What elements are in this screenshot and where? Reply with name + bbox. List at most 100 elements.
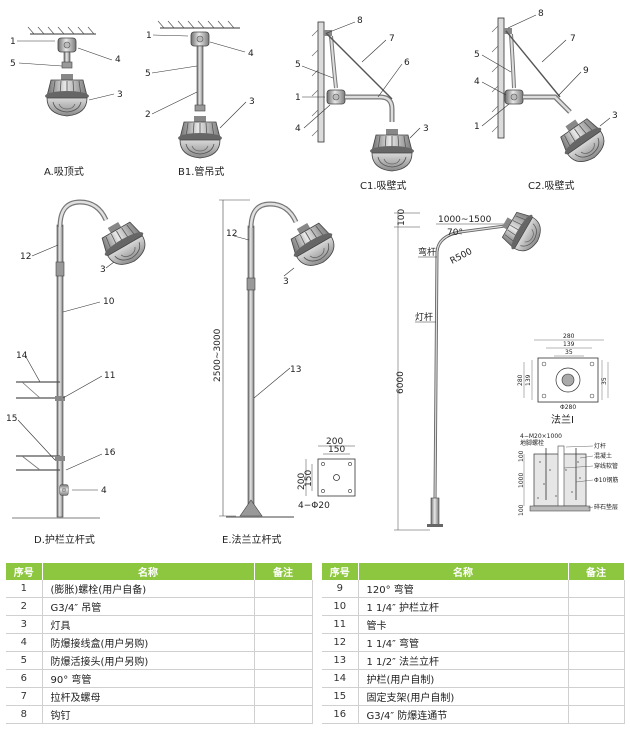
caption-d: D.护栏立杆式: [34, 533, 95, 546]
foundation-dim-2: 100: [518, 504, 525, 516]
callout-c1-6: 6: [404, 58, 410, 68]
table-row: 3 灯具: [6, 615, 313, 634]
callout-a-4: 4: [115, 55, 121, 65]
callout-c2-7: 7: [570, 34, 576, 44]
row-remark: [254, 597, 313, 616]
row-no: 9: [322, 580, 359, 598]
street-dim-height: 6000: [396, 371, 406, 394]
diagram-c2-wall-mount: 8 7 5 9 4 3 1 C2.吸壁式: [474, 9, 618, 192]
row-name: 120° 弯管: [358, 580, 569, 598]
row-no: 6: [6, 669, 43, 688]
foundation-label-5: Φ10钢筋: [594, 476, 618, 484]
flange-dim-0: 280: [563, 333, 575, 340]
plate-dim-h-outer: 200: [297, 473, 307, 490]
callout-d-3: 3: [100, 265, 106, 275]
flange-dim-2: 35: [565, 349, 573, 356]
table-row: 9 120° 弯管: [322, 580, 625, 598]
row-name: 管卡: [358, 615, 569, 634]
table-row: 14 护栏(用户自制): [322, 669, 625, 688]
flange-dim-3: 280: [517, 374, 524, 386]
callout-c2-5: 5: [474, 50, 480, 60]
row-no: 15: [322, 687, 359, 706]
flange-plate-detail: 200 150 200 150 4−Φ20: [297, 437, 356, 511]
row-remark: [254, 615, 313, 634]
street-angle: 70°: [447, 228, 463, 238]
foundation-detail: 4−M20×1000 地脚螺栓 灯杆 混凝土 穿线软管 Φ10钢筋 碎石垫层 1…: [518, 433, 618, 516]
callout-d-10: 10: [103, 297, 115, 307]
street-label-pole: 灯杆: [415, 311, 433, 323]
installation-drawing: 1 5 4 3 A.吸顶式 1 4 5 2 3 B1.管吊式: [6, 9, 618, 546]
callout-c1-8: 8: [357, 16, 363, 26]
row-remark: [254, 651, 313, 670]
callout-c1-4: 4: [295, 124, 301, 134]
caption-a: A.吸顶式: [44, 165, 84, 178]
callout-c2-8: 8: [538, 9, 544, 19]
header-remark: 备注: [254, 563, 313, 580]
row-name: 拉杆及螺母: [42, 687, 255, 706]
table-row: 2 G3/4″ 吊管: [6, 597, 313, 616]
table-row: 10 1 1/4″ 护栏立杆: [322, 597, 625, 616]
callout-d-14: 14: [16, 351, 28, 361]
row-remark: [254, 580, 313, 598]
caption-b1: B1.管吊式: [178, 165, 224, 178]
callout-c2-9: 9: [583, 66, 589, 76]
row-remark: [568, 705, 625, 724]
callout-b1-1: 1: [146, 31, 152, 41]
callout-a-5: 5: [10, 59, 16, 69]
diagram-d-guardrail-pole: 12 3 10 14 11 15 16 4 D.护栏立杆式: [6, 199, 154, 546]
row-name: 灯具: [42, 615, 255, 634]
parts-table-header: 序号 名称 备注: [6, 563, 313, 580]
row-no: 2: [6, 597, 43, 616]
callout-b1-2: 2: [145, 110, 151, 120]
plate-dim-w-outer: 200: [326, 437, 343, 447]
row-no: 12: [322, 633, 359, 652]
callout-c1-1: 1: [295, 93, 301, 103]
callout-c1-5: 5: [295, 60, 301, 70]
parts-table-header: 序号 名称 备注: [322, 563, 625, 580]
table-row: 6 90° 弯管: [6, 669, 313, 688]
foundation-dim-0: 1000: [518, 473, 525, 488]
callout-d-15: 15: [6, 414, 17, 424]
row-name: 护栏(用户自制): [358, 669, 569, 688]
header-name: 名称: [42, 563, 255, 580]
diagram-a-ceiling-mount: 1 5 4 3 A.吸顶式: [10, 26, 123, 178]
foundation-label-2: 灯杆: [594, 442, 606, 450]
row-name: (膨胀)螺栓(用户自备): [42, 580, 255, 598]
plate-holes: 4−Φ20: [298, 501, 330, 511]
table-row: 16 G3/4″ 防爆连通节: [322, 705, 625, 724]
row-name: 90° 弯管: [42, 669, 255, 688]
street-dim-top: 100: [397, 209, 407, 226]
callout-c2-1: 1: [474, 122, 480, 132]
row-remark: [568, 651, 625, 670]
row-name: 防爆活接头(用户另购): [42, 651, 255, 670]
table-row: 7 拉杆及螺母: [6, 687, 313, 706]
row-name: G3/4″ 防爆连通节: [358, 705, 569, 724]
diagram-street-light-pole: 100 1000~1500 6000 70° 弯杆 R500 灯杆: [394, 204, 618, 531]
row-no: 13: [322, 651, 359, 670]
row-remark: [254, 687, 313, 706]
callout-c1-3: 3: [423, 124, 429, 134]
flange-caption: 法兰Ⅰ: [551, 413, 574, 426]
table-row: 11 管卡: [322, 615, 625, 634]
street-dim-reach: 1000~1500: [438, 215, 492, 225]
street-label-bent: 弯杆: [418, 246, 436, 258]
header-name: 名称: [358, 563, 569, 580]
diagram-c1-wall-mount: 8 7 5 6 1 4 3 C1.吸壁式: [295, 16, 429, 192]
callout-e-3: 3: [283, 277, 289, 287]
caption-c2: C2.吸壁式: [528, 179, 575, 192]
row-remark: [568, 633, 625, 652]
header-no: 序号: [322, 563, 359, 580]
row-name: 1 1/4″ 弯管: [358, 633, 569, 652]
row-no: 7: [6, 687, 43, 706]
table-row: 12 1 1/4″ 弯管: [322, 633, 625, 652]
row-no: 14: [322, 669, 359, 688]
row-no: 4: [6, 633, 43, 652]
callout-e-12: 12: [226, 229, 237, 239]
dim-e-height: 2500~3000: [213, 328, 223, 382]
callout-b1-5: 5: [145, 69, 151, 79]
table-row: 8 钩钉: [6, 705, 313, 724]
callout-c1-7: 7: [389, 34, 395, 44]
callout-d-16: 16: [104, 448, 116, 458]
row-name: 固定支架(用户自制): [358, 687, 569, 706]
plate-dim-w-inner: 150: [328, 445, 345, 455]
